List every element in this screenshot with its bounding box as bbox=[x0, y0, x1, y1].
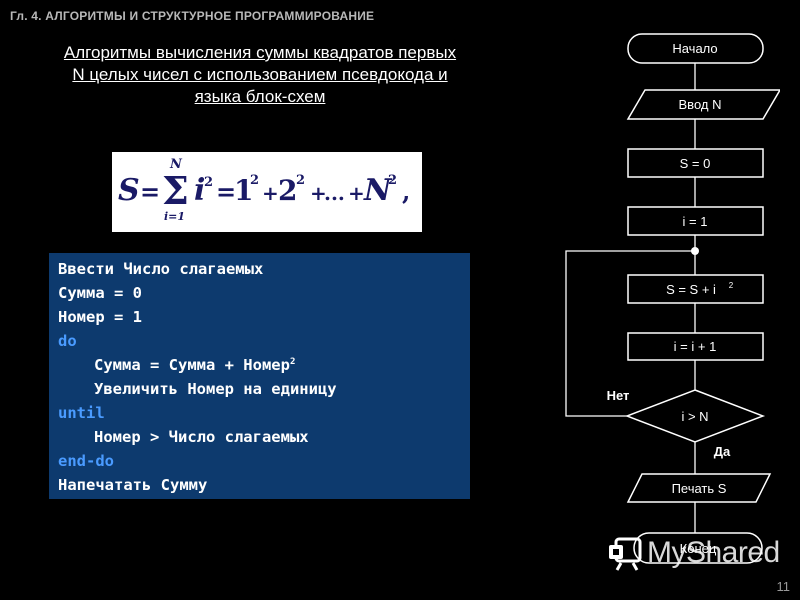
watermark-text: MyShared bbox=[647, 536, 780, 569]
flowchart: Начало Ввод N S = 0 i = 1 S = S + i 2 i … bbox=[565, 33, 780, 564]
sum-formula-svg: S = N Σ i=1 i 2 = 1 2 + 2 2 + ... + N 2 … bbox=[118, 157, 410, 223]
code-line-10: Напечатать Сумму bbox=[58, 476, 208, 494]
formula-eq-2: = bbox=[216, 177, 236, 206]
formula-sigma: Σ bbox=[162, 168, 189, 213]
page-number: 11 bbox=[776, 579, 791, 594]
increment-label: i = i + 1 bbox=[674, 339, 717, 354]
code-keyword-end-do: end-do bbox=[58, 452, 114, 470]
start-label: Начало bbox=[672, 41, 717, 56]
watermark-presentation-icon bbox=[609, 537, 642, 571]
chapter-header: Гл. 4. АЛГОРИТМЫ И СТРУКТУРНОЕ ПРОГРАММИ… bbox=[10, 9, 375, 23]
formula-t1-power: 2 bbox=[250, 173, 259, 188]
pseudocode-block: Ввести Число слагаемых Сумма = 0 Номер =… bbox=[49, 253, 470, 499]
code-line-1: Ввести Число слагаемых bbox=[58, 260, 264, 278]
init-s-label: S = 0 bbox=[680, 156, 711, 171]
input-box bbox=[626, 89, 780, 120]
formula-lhs: S bbox=[118, 173, 140, 208]
formula-plus-2: + bbox=[310, 181, 327, 205]
output-box bbox=[626, 473, 772, 503]
condition-label: i > N bbox=[681, 409, 708, 424]
loop-back-connector bbox=[565, 250, 695, 417]
formula-sigma-top: N bbox=[169, 157, 183, 172]
no-branch-label: Нет bbox=[607, 388, 630, 403]
code-keyword-do: do bbox=[58, 332, 77, 350]
title-line-1: Алгоритмы вычисления суммы квадратов пер… bbox=[63, 43, 457, 62]
condition-diamond bbox=[624, 389, 766, 443]
sum-formula: S = N Σ i=1 i 2 = 1 2 + 2 2 + ... + N 2 … bbox=[112, 152, 422, 232]
formula-term: i bbox=[194, 173, 205, 208]
code-keyword-until: until bbox=[58, 404, 105, 422]
formula-last-power: 2 bbox=[388, 173, 397, 188]
end-terminal bbox=[633, 532, 763, 564]
start-terminal bbox=[627, 33, 764, 64]
formula-last: N bbox=[363, 173, 393, 208]
title-line-2: N целых чисел с использованием псевдокод… bbox=[72, 65, 448, 84]
formula-t2-power: 2 bbox=[296, 173, 305, 188]
formula-eq-1: = bbox=[140, 177, 160, 206]
input-label: Ввод N bbox=[679, 97, 722, 112]
increment-box bbox=[627, 332, 764, 361]
code-line-3: Номер = 1 bbox=[58, 308, 142, 326]
formula-t1: 1 bbox=[234, 174, 253, 207]
accumulate-box bbox=[627, 274, 764, 304]
init-i-box bbox=[627, 206, 764, 236]
formula-sigma-bottom: i=1 bbox=[164, 210, 185, 223]
code-line-8: Номер > Число слагаемых bbox=[94, 428, 309, 446]
formula-dots: ... bbox=[324, 181, 345, 205]
code-line-6: Увеличить Номер на единицу bbox=[94, 380, 337, 398]
formula-plus-3: + bbox=[348, 181, 365, 205]
watermark: MyShared bbox=[607, 532, 780, 574]
yes-branch-label: Да bbox=[714, 444, 731, 459]
formula-comma: , bbox=[402, 177, 410, 206]
junction-dot bbox=[691, 247, 699, 255]
formula-term-power: 2 bbox=[204, 175, 213, 190]
title-line-3: языка блок-схем bbox=[194, 87, 326, 106]
code-line-5-power: 2 bbox=[289, 357, 296, 367]
accumulate-label: S = S + i bbox=[666, 282, 716, 297]
formula-t2: 2 bbox=[278, 174, 297, 207]
slide-title: Алгоритмы вычисления суммы квадратов пер… bbox=[20, 42, 500, 108]
output-label: Печать S bbox=[672, 481, 727, 496]
init-i-label: i = 1 bbox=[683, 214, 708, 229]
end-label: Конец bbox=[680, 541, 717, 556]
init-s-box bbox=[627, 148, 764, 178]
code-line-5-text: Сумма = Сумма + Номер bbox=[94, 356, 290, 374]
accumulate-power: 2 bbox=[729, 281, 734, 290]
code-line-2: Сумма = 0 bbox=[58, 284, 142, 302]
formula-plus-1: + bbox=[262, 181, 279, 205]
code-line-5: Сумма = Сумма + Номер2 bbox=[58, 353, 470, 377]
